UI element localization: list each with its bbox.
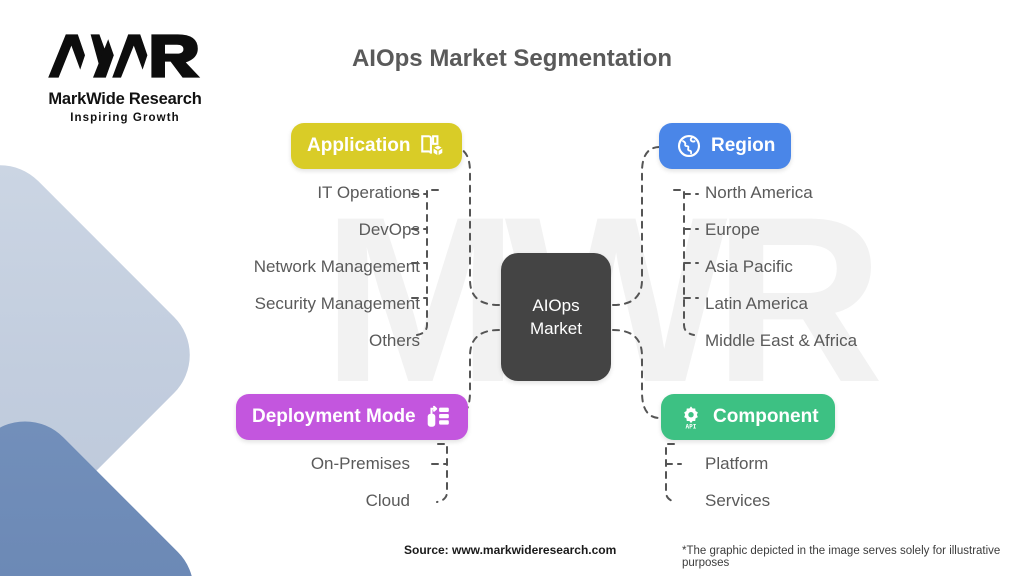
leaf-item[interactable]: Asia Pacific (705, 257, 793, 276)
connector-center-application (451, 146, 500, 306)
branch-badge-region[interactable]: Region (659, 123, 792, 169)
globe-icon (675, 132, 703, 160)
leaf-list-application: IT Operations DevOps Network Management … (140, 183, 420, 351)
leaf-item[interactable]: Services (705, 491, 771, 510)
center-node-label-line1: AIOps (532, 296, 580, 315)
connector-region-spine (673, 189, 695, 336)
page-title: AIOps Market Segmentation (351, 45, 673, 72)
connector-application-spine (416, 189, 439, 336)
leaf-item[interactable]: Europe (705, 220, 760, 239)
leaf-item[interactable]: Middle East & Africa (705, 331, 858, 350)
leaf-list-component: Platform Services (705, 454, 985, 511)
server-deploy-icon (424, 403, 452, 431)
leaf-item[interactable]: Latin America (705, 294, 808, 313)
branch-label-deployment: Deployment Mode (252, 406, 416, 427)
leaf-list-deployment: On-Premises Cloud (140, 454, 410, 511)
leaf-item[interactable]: Others (368, 331, 420, 350)
disclaimer-text: *The graphic depicted in the image serve… (682, 545, 1001, 569)
leaf-item[interactable]: North America (705, 183, 813, 202)
connector-component-spine (665, 443, 677, 503)
connector-deployment-spine (436, 443, 448, 503)
logo-tagline: Inspiring Growth (70, 112, 180, 124)
branch-label-component: Component (713, 406, 819, 427)
leaf-item[interactable]: Security Management (254, 294, 420, 313)
connector-center-deployment (451, 329, 500, 419)
branch-badge-deployment[interactable]: Deployment Mode (236, 394, 468, 440)
branch-label-region: Region (711, 135, 776, 156)
branch-label-application: Application (307, 135, 411, 156)
logo-company-name: MarkWide Research (48, 90, 202, 108)
leaf-item[interactable]: DevOps (358, 220, 420, 239)
brand-logo: MarkWide Research Inspiring Growth (34, 28, 216, 124)
source-text: Source: www.markwideresearch.com (404, 543, 617, 557)
center-node-label-line2: Market (530, 319, 582, 338)
mwr-logo-icon (48, 34, 201, 78)
branch-badge-component[interactable]: API Component (661, 394, 835, 440)
leaf-item[interactable]: Platform (705, 454, 769, 473)
book-box-icon (418, 132, 446, 160)
branch-badge-application[interactable]: Application (291, 123, 463, 169)
leaf-item[interactable]: Cloud (365, 491, 410, 510)
leaf-item[interactable]: On-Premises (310, 454, 410, 473)
svg-text:API: API (686, 423, 697, 430)
leaf-item[interactable]: Network Management (253, 257, 420, 276)
center-node-aiops-market[interactable]: AIOps Market (501, 253, 611, 381)
connector-center-region (612, 146, 661, 306)
leaf-item[interactable]: IT Operations (317, 183, 420, 202)
leaf-list-region: North America Europe Asia Pacific Latin … (705, 183, 1005, 351)
gear-api-icon: API (677, 403, 705, 431)
connector-center-component (612, 329, 661, 419)
